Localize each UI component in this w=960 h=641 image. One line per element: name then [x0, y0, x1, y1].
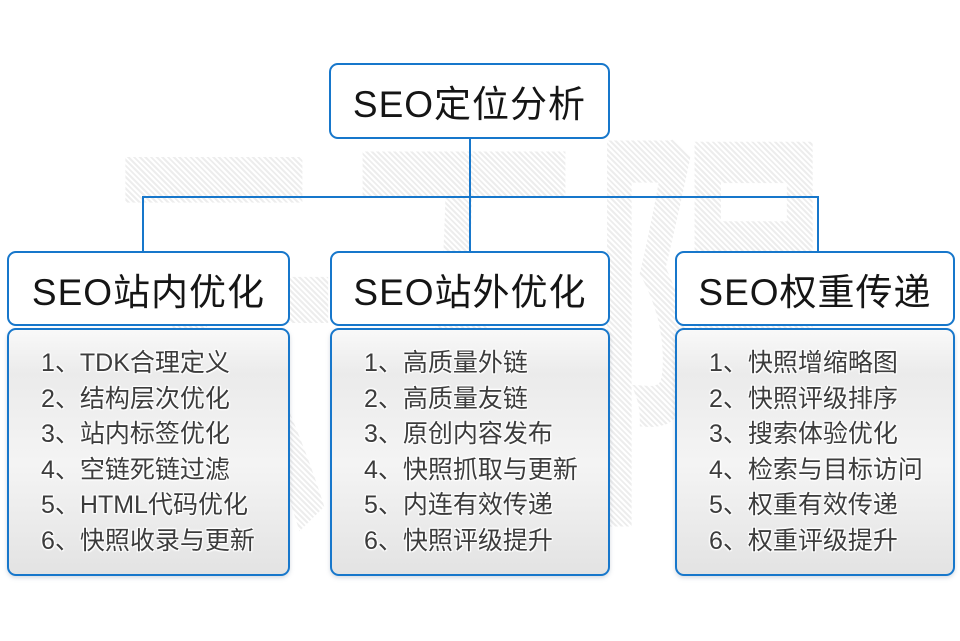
list-item: 4、检索与目标访问: [709, 455, 923, 484]
branch-list-offsite-seo: 1、高质量外链 2、高质量友链 3、原创内容发布 4、快照抓取与更新 5、内连有…: [330, 328, 610, 576]
list-item: 3、搜索体验优化: [709, 420, 898, 448]
list-item: 3、原创内容发布: [364, 420, 553, 448]
branch-list-onsite-seo: 1、TDK合理定义 2、结构层次优化 3、站内标签优化 4、空链死链过滤 5、H…: [7, 328, 290, 576]
list-item: 2、结构层次优化: [41, 384, 230, 413]
connector-drop-left: [142, 196, 144, 252]
connector-stem: [469, 139, 471, 198]
branch-header-weight-label: SEO权重传递: [698, 271, 932, 313]
branch-list-weight-transfer: 1、快照增缩略图 2、快照评级排序 3、搜索体验优化 4、检索与目标访问 5、权…: [675, 328, 955, 576]
branch-header-onsite-seo: SEO站内优化: [7, 251, 290, 326]
list-item: 4、快照抓取与更新: [364, 455, 578, 484]
list-item: 5、HTML代码优化: [41, 491, 248, 519]
list-item: 2、快照评级排序: [709, 384, 898, 413]
connector-drop-middle: [469, 196, 471, 252]
list-item: 1、TDK合理定义: [41, 349, 230, 377]
list-item: 2、高质量友链: [364, 384, 528, 413]
connector-drop-right: [817, 196, 819, 252]
list-item: 3、站内标签优化: [41, 420, 230, 448]
list-item: 1、快照增缩略图: [709, 349, 898, 377]
list-item: 4、空链死链过滤: [41, 455, 230, 484]
root-node: SEO定位分析: [329, 63, 610, 139]
branch-header-offsite-seo: SEO站外优化: [330, 251, 610, 326]
branch-header-onsite-label: SEO站内优化: [31, 271, 266, 313]
branch-header-weight-transfer: SEO权重传递: [675, 251, 955, 326]
list-item: 1、高质量外链: [364, 349, 528, 377]
list-item: 6、权重评级提升: [709, 526, 898, 555]
list-item: 6、快照评级提升: [364, 526, 553, 555]
branch-header-offsite-label: SEO站外优化: [353, 271, 587, 313]
connector-crossbar: [142, 196, 819, 198]
list-item: 5、权重有效传递: [709, 491, 898, 519]
list-item: 6、快照收录与更新: [41, 526, 255, 555]
list-item: 5、内连有效传递: [364, 491, 553, 519]
root-node-label: SEO定位分析: [352, 84, 587, 125]
